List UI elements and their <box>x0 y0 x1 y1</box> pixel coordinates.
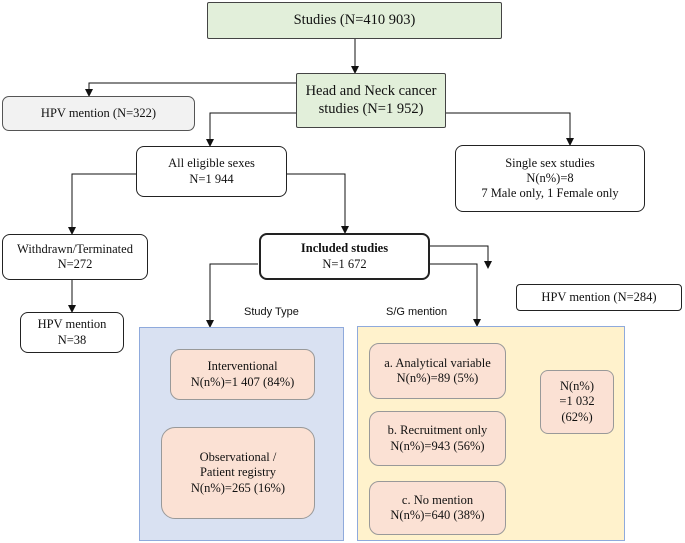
recruitment-only-box: b. Recruitment only N(n%)=943 (56%) <box>369 411 506 466</box>
hpv-mention-top-box: HPV mention (N=322) <box>2 96 195 131</box>
recruitment-only-count: N(n%)=943 (56%) <box>390 438 485 453</box>
single-sex-breakdown: 7 Male only, 1 Female only <box>481 186 619 201</box>
head-neck-box: Head and Neck cancer studies (N=1 952) <box>296 73 446 128</box>
combined-label: N(n%) <box>559 379 594 394</box>
withdrawn-label: Withdrawn/Terminated <box>17 241 133 256</box>
combined-mention-box: N(n%) =1 032 (62%) <box>540 370 614 434</box>
arrow-included-to-sg-mention <box>430 263 481 327</box>
no-mention-label: c. No mention <box>401 492 474 507</box>
arrow-hnc-to-all-sexes <box>206 112 296 147</box>
included-studies-box: Included studies N=1 672 <box>259 233 430 280</box>
head-neck-label-line1: Head and Neck cancer <box>305 82 437 99</box>
hpv-mention-withdrawn-label: HPV mention <box>37 317 107 332</box>
combined-percent: (62%) <box>561 409 593 424</box>
sg-mention-heading: S/G mention <box>386 306 448 318</box>
included-studies-title: Included studies <box>300 241 389 256</box>
interventional-label: Interventional <box>207 359 278 374</box>
interventional-box: Interventional N(n%)=1 407 (84%) <box>170 349 315 400</box>
single-sex-box: Single sex studies N(n%)=8 7 Male only, … <box>455 145 645 212</box>
hpv-mention-top-label: HPV mention (N=322) <box>40 105 157 120</box>
single-sex-count: N(n%)=8 <box>526 170 574 185</box>
observational-box: Observational / Patient registry N(n%)=2… <box>161 427 315 519</box>
observational-label-line2: Patient registry <box>199 465 277 480</box>
hpv-mention-included-box: HPV mention (N=284) <box>516 284 682 311</box>
no-mention-count: N(n%)=640 (38%) <box>390 508 485 522</box>
all-eligible-sexes-count: N=1 944 <box>189 171 234 186</box>
hpv-mention-withdrawn-box: HPV mention N=38 <box>20 312 124 353</box>
studies-box: Studies (N=410 903) <box>207 2 502 39</box>
all-eligible-sexes-label: All eligible sexes <box>168 156 255 171</box>
arrow-all-sexes-to-withdrawn <box>68 173 136 235</box>
hpv-mention-withdrawn-count: N=38 <box>57 332 87 347</box>
arrow-hnc-to-single-sex <box>446 112 574 146</box>
combined-count: =1 032 <box>559 394 595 409</box>
studies-label: Studies (N=410 903) <box>293 11 416 28</box>
analytical-variable-count: N(n%)=89 (5%) <box>396 371 479 385</box>
analytical-variable-label: a. Analytical variable <box>384 355 491 370</box>
arrow-all-sexes-to-included <box>287 173 349 234</box>
head-neck-label-line2: studies (N=1 952) <box>318 100 424 117</box>
hpv-mention-included-label: HPV mention (N=284) <box>541 289 657 304</box>
no-mention-box: c. No mention N(n%)=640 (38%) <box>369 481 506 535</box>
all-eligible-sexes-box: All eligible sexes N=1 944 <box>136 146 287 197</box>
included-studies-count: N=1 672 <box>322 256 367 271</box>
withdrawn-count: N=272 <box>57 257 93 271</box>
analytical-variable-box: a. Analytical variable N(n%)=89 (5%) <box>369 343 506 399</box>
arrow-included-to-hpv <box>430 245 492 269</box>
arrow-hnc-to-hpv-top <box>85 82 296 97</box>
study-type-heading: Study Type <box>244 306 299 318</box>
observational-count: N(n%)=265 (16%) <box>190 480 286 495</box>
observational-label-line1: Observational / <box>199 450 277 465</box>
arrow-included-to-study-type <box>206 263 258 328</box>
interventional-count: N(n%)=1 407 (84%) <box>190 374 295 389</box>
single-sex-label: Single sex studies <box>505 155 595 170</box>
withdrawn-box: Withdrawn/Terminated N=272 <box>2 234 148 280</box>
recruitment-only-label: b. Recruitment only <box>387 423 488 438</box>
